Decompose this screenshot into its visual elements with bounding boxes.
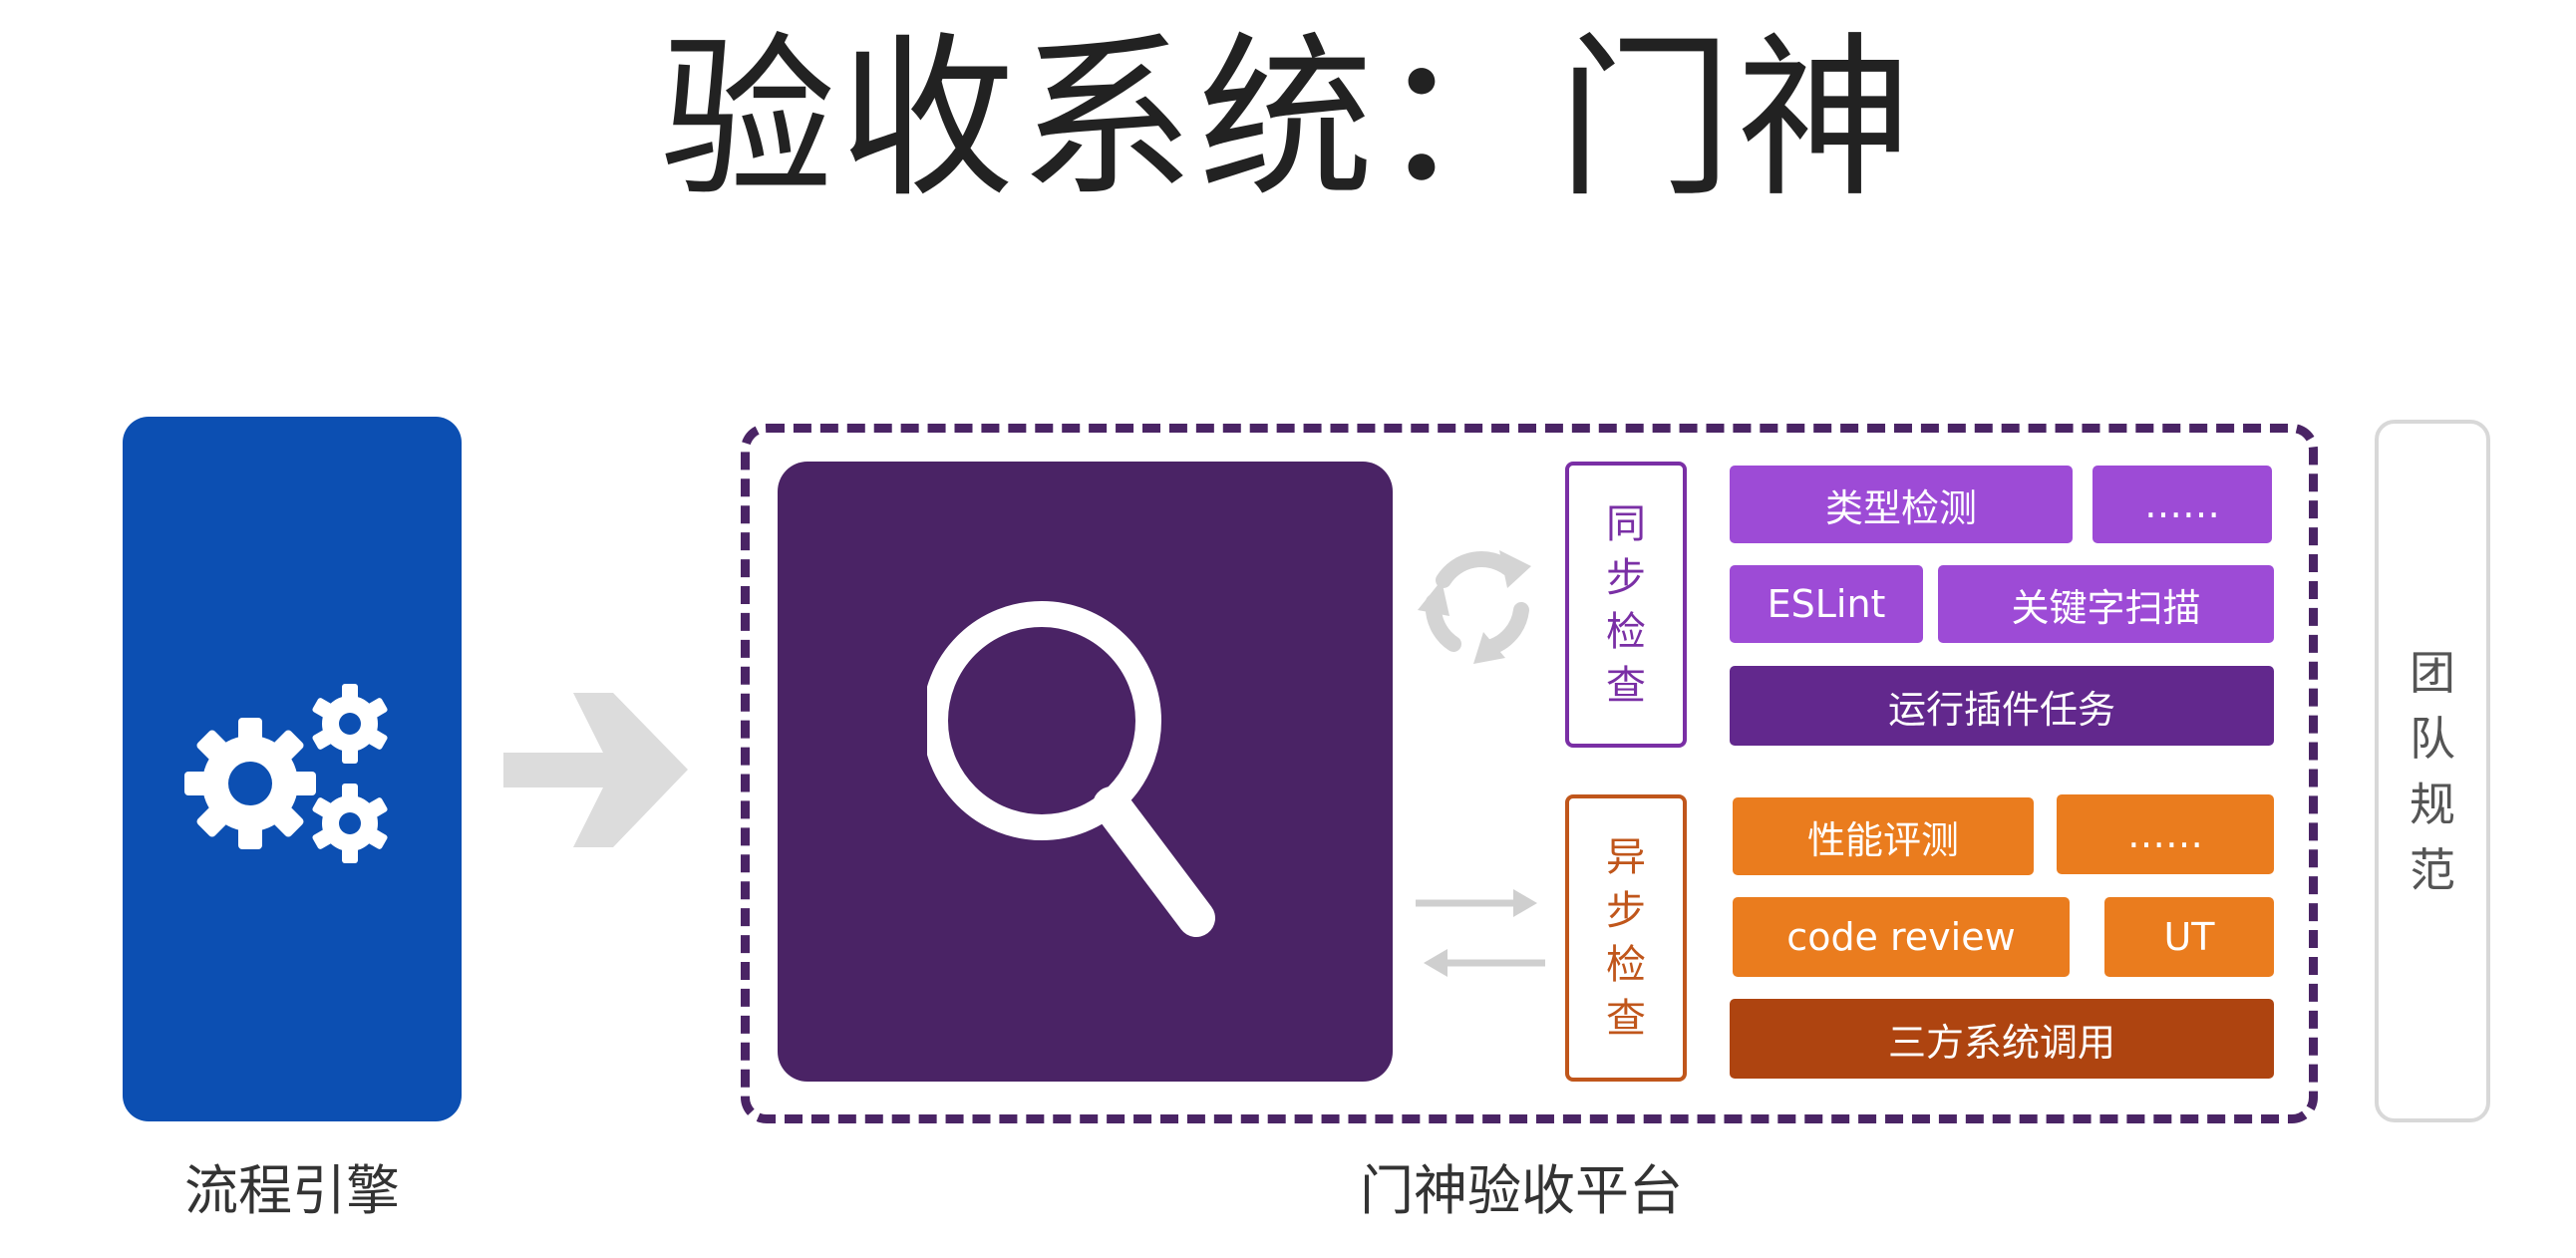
flow-engine-box [123, 417, 462, 1121]
tile-async-more: …… [2057, 794, 2274, 874]
platform-label: 门神验收平台 [1360, 1159, 1683, 1222]
platform-container [741, 424, 2318, 1123]
tile-third-party-call: 三方系统调用 [1730, 999, 2274, 1079]
tile-keyword-scan: 关键字扫描 [1938, 565, 2274, 643]
tile-ut: UT [2104, 897, 2274, 977]
page-title: 验收系统：门神 [659, 17, 1916, 221]
platform-box [778, 462, 1393, 1082]
tile-code-review: code review [1733, 897, 2070, 977]
tile-performance-test: 性能评测 [1733, 797, 2034, 875]
async-check-label: 异步检查 [1565, 794, 1687, 1082]
refresh-icon [1418, 550, 1531, 664]
tile-sync-more: …… [2093, 466, 2272, 543]
tile-eslint: ESLint [1730, 565, 1923, 643]
tile-run-plugin-task: 运行插件任务 [1730, 666, 2274, 746]
team-rules-box: 团队规范 [2375, 420, 2490, 1122]
tile-type-check: 类型检测 [1730, 466, 2073, 543]
team-rules-label: 团队规范 [2410, 645, 2455, 897]
arrow-right-icon [503, 693, 688, 847]
gears-icon [184, 684, 388, 863]
sync-check-label: 同步检查 [1565, 462, 1687, 748]
flow-engine-label: 流程引擎 [184, 1159, 400, 1222]
exchange-arrows-icon [1416, 889, 1545, 977]
magnifier-icon [927, 601, 1215, 937]
async-check-text: 异步检查 [1606, 834, 1646, 1042]
sync-check-text: 同步检查 [1606, 500, 1646, 709]
